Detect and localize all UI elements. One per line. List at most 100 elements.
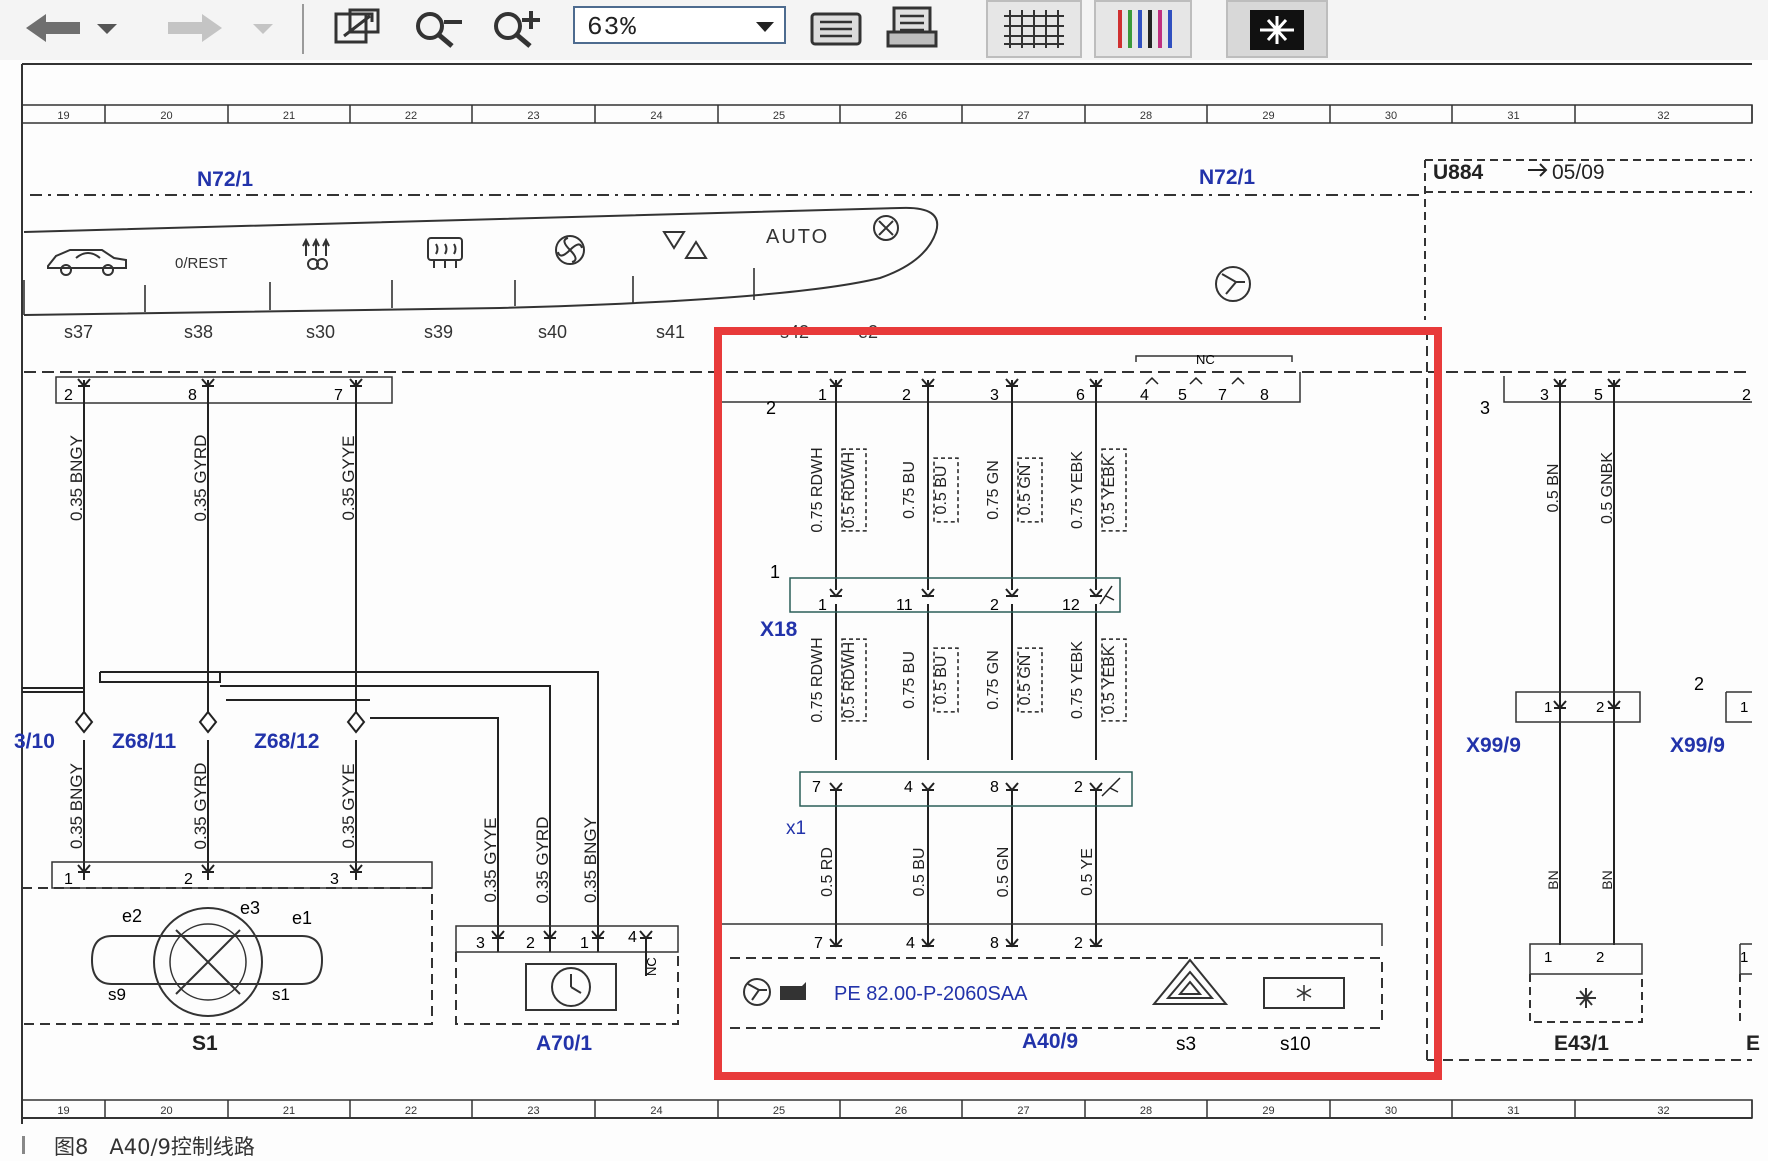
car-recirculation-icon (47, 249, 127, 276)
wire-label: 0.35 GYYE (339, 435, 358, 520)
pin-label: 4 (906, 935, 915, 952)
wire-colors-toggle-button[interactable] (1094, 0, 1192, 58)
grid-column-label: 27 (1017, 110, 1029, 122)
mid-connector: 2 1 2 3 6 4 5 7 8 NC (719, 352, 1301, 418)
highlight-a40-9-circuit (714, 327, 1442, 1080)
wire-label: 0.75 RDWH (809, 447, 826, 532)
grid-column-label: 26 (895, 1105, 907, 1117)
mid-wires (835, 380, 1097, 945)
rear-defrost-icon (427, 237, 463, 268)
chevron-down-icon (756, 22, 774, 32)
wire-label: BN (1545, 870, 1561, 889)
grid-column-label: 20 (160, 110, 172, 122)
asterisk-icon (1296, 985, 1312, 1001)
pin-label: 7 (334, 387, 343, 404)
s1-pin-label: s1 (272, 985, 290, 1004)
fan-icon (555, 235, 585, 265)
pin-label: 1 (580, 935, 589, 952)
grid-column-label: 28 (1140, 1105, 1152, 1117)
zoom-out-icon[interactable] (408, 2, 468, 54)
grid-column-label: 23 (527, 110, 539, 122)
fit-page-icon[interactable] (328, 2, 388, 54)
wire-label: 0.75 GN (985, 650, 1002, 710)
splice-label: Z68/11 (112, 730, 177, 753)
grid-column-label: 30 (1385, 110, 1397, 122)
grid-column-label: 28 (1140, 110, 1152, 122)
grid-column-label: 26 (895, 110, 907, 122)
grid-column-label: 27 (1017, 1105, 1029, 1117)
a40-9-module: 7 4 8 2 PE 82.00-P-2060SAA A40/9 s3 s10 (720, 923, 1383, 1055)
sensor-symbol-icon (1215, 266, 1251, 302)
a40-switch-label: s3 (1176, 1034, 1196, 1055)
temperature-arrows-icon (662, 231, 708, 259)
toolbar-separator (302, 4, 304, 54)
wire-label-box (1101, 638, 1127, 722)
grid-column-label: 23 (527, 1105, 539, 1117)
component-label-e-partial: E (1746, 1032, 1760, 1055)
wire-label-box (1017, 647, 1043, 713)
pin-label: 7 (812, 779, 821, 796)
back-arrow-icon[interactable] (20, 2, 88, 54)
grid-column-label: 25 (773, 110, 785, 122)
hazard-warning-icon (1151, 958, 1229, 1005)
wire-label: 0.5 YEBK (1101, 455, 1118, 524)
connector-group-label: 2 (766, 398, 776, 418)
wire-label: 0.35 BNGY (67, 763, 86, 849)
component-highlight-button[interactable] (1226, 0, 1328, 58)
wire-label: 0.35 GYRD (191, 763, 210, 850)
wire-label: 0.5 RD (819, 847, 836, 897)
nc-label: NC (1196, 352, 1215, 367)
pin-label: 2 (1596, 949, 1604, 966)
connector-label-x99-left: X99/9 (1466, 734, 1521, 757)
grid-icon (1004, 10, 1064, 48)
component-label-e43-1: E43/1 (1554, 1032, 1609, 1055)
auto-label: AUTO (766, 226, 829, 248)
pin-label: 3 (1540, 387, 1549, 404)
grid-toggle-button[interactable] (986, 0, 1082, 58)
caption-marker (22, 1136, 25, 1154)
connector-group-label: 2 (1694, 674, 1704, 694)
component-label-a70-1: A70/1 (536, 1032, 592, 1055)
wire-label-box (841, 448, 867, 532)
control-panel-n72-1: N72/1 N72/1 0/REST (23, 166, 1420, 342)
zoom-in-icon[interactable] (486, 2, 546, 54)
pin-label: 1 (818, 597, 827, 614)
zoom-select[interactable]: 63% (573, 6, 786, 44)
wire-label: 0.5 BU (911, 848, 928, 897)
grid-column-label: 30 (1385, 1105, 1397, 1117)
u884-region: U884 05/09 (1424, 159, 1752, 1061)
wire-label: 0.35 BNGY (581, 817, 600, 903)
pin-label: 6 (1076, 387, 1085, 404)
pin-label: 5 (1594, 387, 1603, 404)
pin-label: 4 (1140, 387, 1149, 404)
pin-label: 1 (64, 871, 73, 888)
print-icon[interactable] (882, 2, 942, 54)
wire-label-box (1101, 448, 1127, 532)
pin-label: 2 (1074, 779, 1083, 796)
s1-light-switch: 1 2 3 e2 e3 e1 s9 s1 S1 (22, 861, 433, 1055)
grid-column-label: 21 (283, 1105, 295, 1117)
dropdown-arrow-icon[interactable] (92, 2, 122, 54)
u884-date: 05/09 (1552, 161, 1605, 184)
wire-label: 0.75 YEBK (1069, 451, 1086, 529)
s1-pin-label: e3 (240, 898, 260, 918)
off-button-icon (873, 215, 899, 241)
pin-label: 8 (188, 387, 197, 404)
pin-label: 2 (1074, 935, 1083, 952)
rest-label: 0/REST (175, 255, 228, 272)
switch-label: s39 (424, 322, 453, 342)
wire-label: 0.5 RDWH (841, 452, 858, 528)
grid-column-label: 31 (1507, 1105, 1519, 1117)
wire-label: 0.75 BU (901, 651, 918, 709)
pin-label: 3 (330, 871, 339, 888)
nc-label: NC (644, 957, 659, 976)
grid-column-label: 24 (650, 110, 662, 122)
splice-nodes (74, 710, 366, 734)
page-view-icon[interactable] (806, 2, 866, 54)
pin-label: 7 (1218, 387, 1227, 404)
pin-label: 8 (990, 935, 999, 952)
zoom-value: 63% (587, 12, 637, 42)
wire-label: 0.5 YE (1079, 848, 1096, 896)
